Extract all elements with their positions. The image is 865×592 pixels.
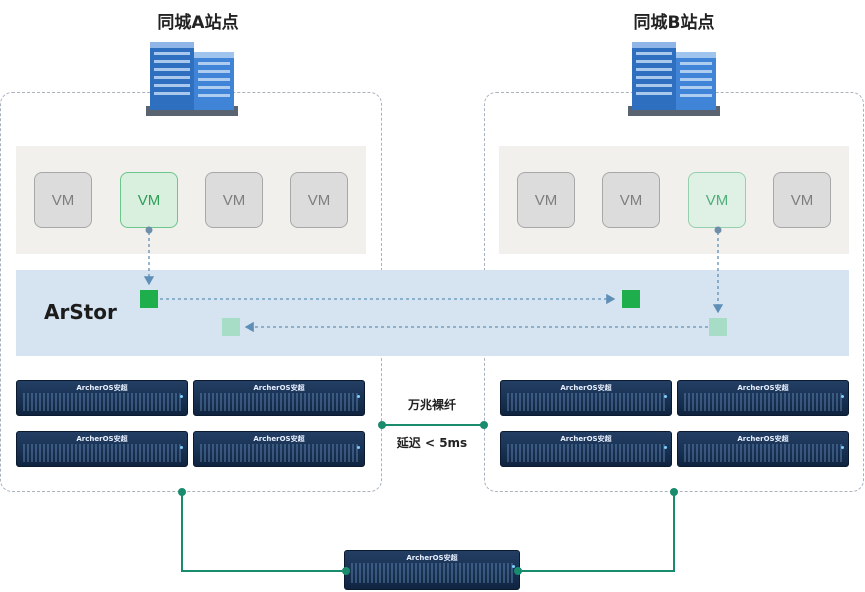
data-center-building-icon: [146, 42, 238, 116]
site-b-vm-3-replica: VM: [688, 172, 746, 228]
site-b-write-block: [709, 318, 727, 336]
site-b-server-1: ArcherOS安超: [500, 380, 672, 416]
site-a-title: 同城A站点: [157, 13, 239, 33]
server-brand: ArcherOS安超: [560, 435, 612, 443]
arbiter-link-a-end-dot: [342, 567, 350, 575]
site-b-server-2: ArcherOS安超: [677, 380, 849, 416]
server-brand: ArcherOS安超: [76, 384, 128, 392]
site-b-title: 同城B站点: [633, 13, 715, 33]
arbiter-server: ArcherOS安超: [344, 550, 520, 590]
site-a-vm-2-active: VM: [120, 172, 178, 228]
site-a-server-4: ArcherOS安超: [193, 431, 365, 467]
site-b-server-3: ArcherOS安超: [500, 431, 672, 467]
link-bandwidth-label: 万兆裸纤: [407, 398, 456, 412]
site-b-vm-1: VM: [517, 172, 575, 228]
site-a-vm-3: VM: [205, 172, 263, 228]
site-a-server-2: ArcherOS安超: [193, 380, 365, 416]
arbiter-link-a-dot: [178, 488, 186, 496]
server-brand: ArcherOS安超: [560, 384, 612, 392]
server-brand: ArcherOS安超: [253, 384, 305, 392]
server-brand: ArcherOS安超: [76, 435, 128, 443]
site-a-replicated-block: [222, 318, 240, 336]
site-b-replicated-block: [622, 290, 640, 308]
site-a-vm-4: VM: [290, 172, 348, 228]
arstor-storage-band: [16, 270, 849, 356]
site-b-server-4: ArcherOS安超: [677, 431, 849, 467]
arstor-label: ArStor: [44, 300, 117, 324]
site-a-write-block: [140, 290, 158, 308]
server-brand: ArcherOS安超: [253, 435, 305, 443]
fiber-link-endpoint-a: [378, 421, 386, 429]
arbiter-link-b-dot: [670, 488, 678, 496]
site-a-server-3: ArcherOS安超: [16, 431, 188, 467]
site-b-vm-2: VM: [602, 172, 660, 228]
arbiter-link-a: [181, 492, 346, 572]
site-a-server-1: ArcherOS安超: [16, 380, 188, 416]
arbiter-link-b-end-dot: [514, 567, 522, 575]
site-a-vm-tap-dot: [145, 226, 153, 234]
data-center-building-icon: [628, 42, 720, 116]
site-b-vm-tap-dot: [714, 226, 722, 234]
fiber-link-endpoint-b: [480, 421, 488, 429]
link-latency-label: 延迟 < 5ms: [396, 436, 468, 450]
site-b-vm-4: VM: [773, 172, 831, 228]
arbiter-link-b: [518, 492, 675, 572]
server-brand: ArcherOS安超: [737, 435, 789, 443]
server-brand: ArcherOS安超: [406, 554, 458, 562]
server-brand: ArcherOS安超: [737, 384, 789, 392]
site-a-vm-1: VM: [34, 172, 92, 228]
